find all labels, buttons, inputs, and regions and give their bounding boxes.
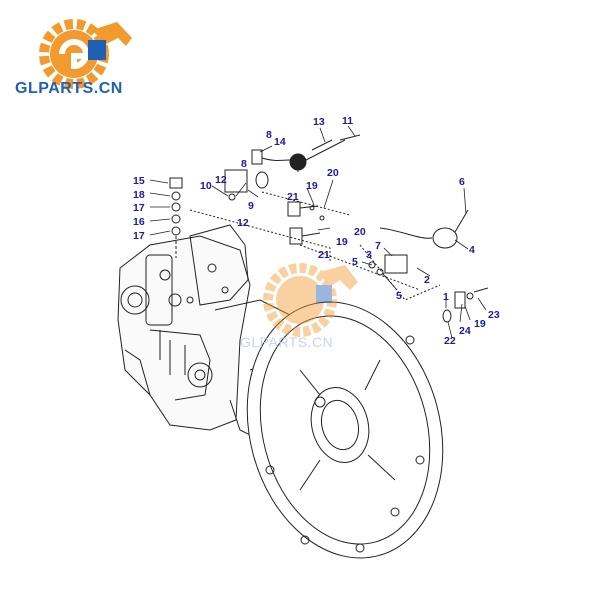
callout-1: 1 xyxy=(443,291,449,303)
callout-21-lower: 21 xyxy=(318,249,330,261)
callout-20-lower: 20 xyxy=(354,226,366,238)
callout-18: 18 xyxy=(133,189,145,201)
callout-4: 4 xyxy=(469,244,475,256)
callout-17: 17 xyxy=(133,202,145,214)
callout-15: 15 xyxy=(133,175,145,187)
callout-labels: 15 18 17 16 17 10 12 12 8 8 14 13 11 9 2… xyxy=(133,115,500,347)
callout-11: 11 xyxy=(342,115,353,127)
plug-washers-left xyxy=(169,177,183,258)
callout-6: 6 xyxy=(459,176,465,188)
leader-lines xyxy=(149,125,487,339)
callout-5-lower: 5 xyxy=(396,290,402,302)
callout-19-mid: 19 xyxy=(336,236,348,248)
callout-7: 7 xyxy=(375,240,381,252)
brand-name: GLPARTS.CN xyxy=(15,80,123,97)
watermark-text: GLPARTS.CN xyxy=(240,334,334,350)
callout-19: 19 xyxy=(306,180,318,192)
callout-10: 10 xyxy=(200,180,212,192)
callout-8: 8 xyxy=(241,158,247,170)
callout-3: 3 xyxy=(366,249,372,261)
callout-5: 5 xyxy=(352,256,358,268)
callout-20: 20 xyxy=(327,167,339,179)
excavator-cab-icon xyxy=(88,40,106,60)
callout-21: 21 xyxy=(287,191,299,203)
callout-23: 23 xyxy=(488,309,500,321)
callout-19-right: 19 xyxy=(474,318,486,330)
mounting-brackets xyxy=(287,201,325,245)
assembly-guide-lines xyxy=(189,191,441,301)
callout-12-lower: 12 xyxy=(237,217,249,229)
callout-9: 9 xyxy=(248,200,254,212)
callout-2: 2 xyxy=(424,274,430,286)
callout-17-lower: 17 xyxy=(133,230,145,242)
callout-13: 13 xyxy=(313,116,325,128)
callout-24: 24 xyxy=(459,325,471,337)
watermark-logo xyxy=(263,263,358,337)
callout-22: 22 xyxy=(444,335,456,347)
flywheel-housing xyxy=(246,301,444,559)
callout-16: 16 xyxy=(133,216,145,228)
solenoid-valve-right xyxy=(368,209,489,323)
callout-12: 12 xyxy=(215,174,227,186)
callout-8-upper: 8 xyxy=(266,129,272,141)
callout-14: 14 xyxy=(274,136,286,148)
glparts-logo xyxy=(39,19,132,89)
solenoid-valve-upper xyxy=(224,134,361,201)
